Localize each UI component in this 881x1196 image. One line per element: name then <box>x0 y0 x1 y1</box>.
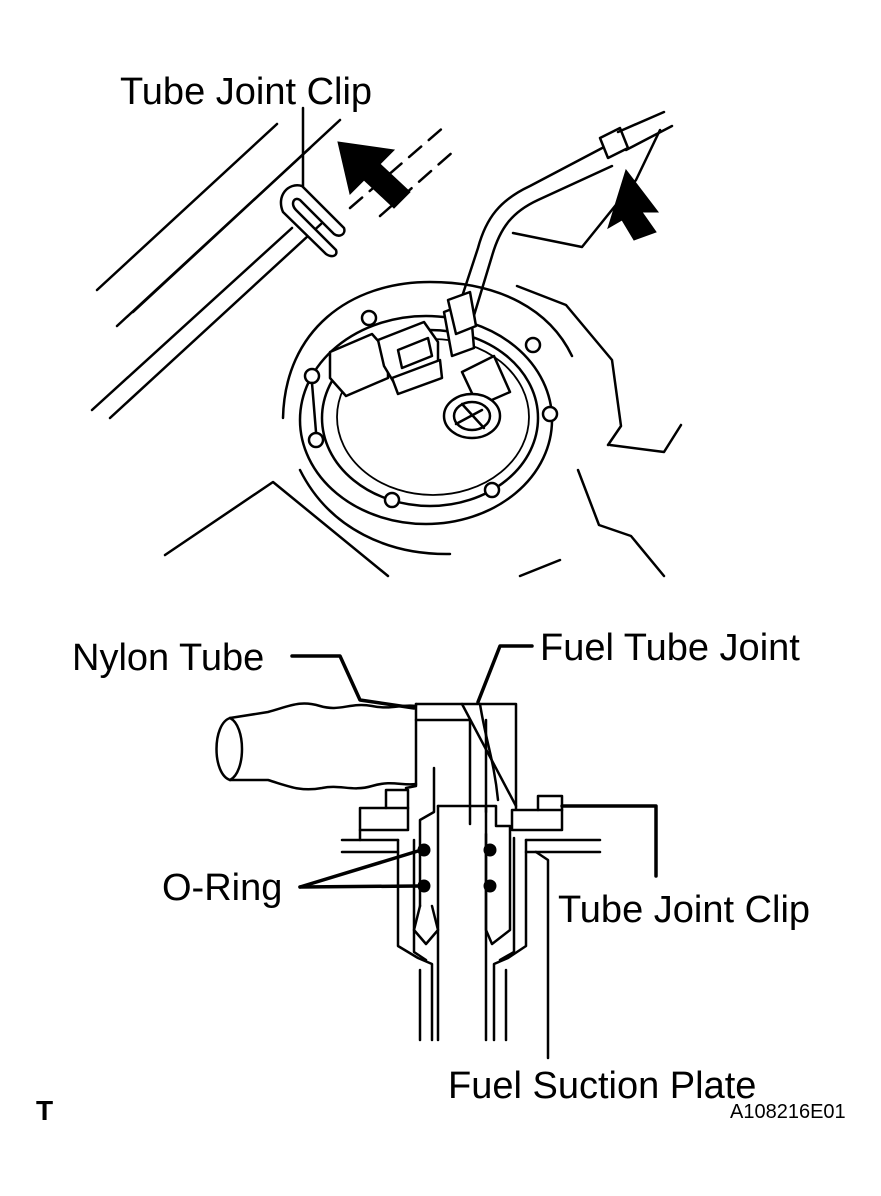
corner-mark: T <box>36 1095 53 1126</box>
tube-joint-clip-label-top: Tube Joint Clip <box>120 71 372 113</box>
removal-arrow-left <box>337 141 411 209</box>
fuel-pump-flange <box>281 280 574 556</box>
fuel-line-tube <box>446 110 674 336</box>
o-ring-label: O-Ring <box>162 867 282 909</box>
removal-arrow-right <box>607 168 660 241</box>
fuel-tube-joint <box>404 702 518 946</box>
fuel-tank-outline <box>90 118 683 578</box>
top-view-illustration: Tube Joint Clip <box>90 71 683 578</box>
tube-joint-clip-label-section: Tube Joint Clip <box>558 889 810 931</box>
tube-joint-clip-top-view <box>279 106 346 258</box>
cross-section-illustration: Nylon Tube Fuel Tube Joint O-Ring Tube J… <box>72 627 810 1107</box>
fuel-suction-plate-pipe <box>340 804 602 1060</box>
tube-joint-clip-section <box>358 788 564 832</box>
fuel-suction-plate-label: Fuel Suction Plate <box>448 1065 756 1107</box>
o-ring-right-lower <box>483 879 497 893</box>
nylon-tube-label: Nylon Tube <box>72 637 264 679</box>
figure-code: A108216E01 <box>730 1101 846 1123</box>
o-ring-left-upper <box>417 843 431 857</box>
o-ring-right-upper <box>483 843 497 857</box>
nylon-tube <box>215 702 418 791</box>
leader-lines <box>290 644 658 889</box>
fuel-tube-joint-label: Fuel Tube Joint <box>540 627 800 669</box>
pump-connector-assembly <box>328 300 512 440</box>
o-rings <box>417 843 497 893</box>
o-ring-left-lower <box>417 879 431 893</box>
